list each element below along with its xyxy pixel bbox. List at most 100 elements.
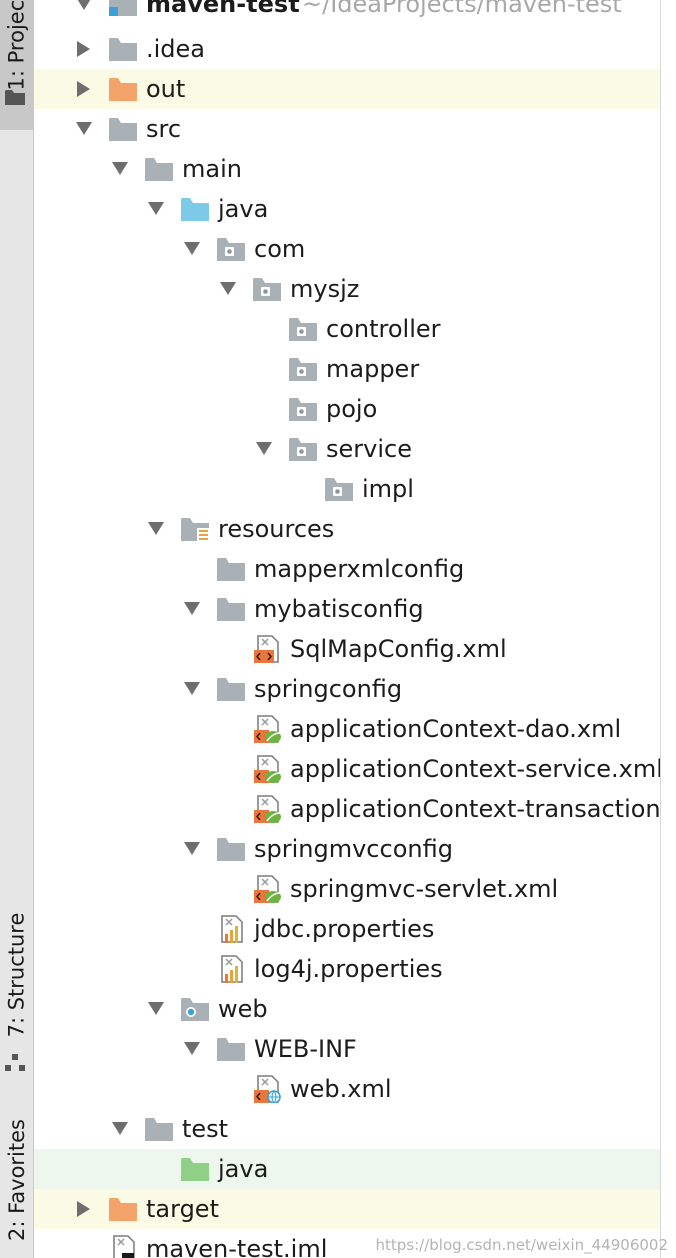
spring-xml-file-icon — [252, 795, 282, 823]
tree-item-label: mysjz — [290, 275, 360, 303]
package-icon — [288, 435, 318, 463]
tree-row[interactable]: web.xml — [34, 1069, 660, 1109]
chevron-down-icon[interactable] — [218, 269, 238, 309]
chevron-down-icon[interactable] — [182, 669, 202, 709]
tree-item-label: web.xml — [290, 1075, 392, 1103]
tree-row[interactable]: src — [34, 109, 660, 149]
chevron-down-icon[interactable] — [146, 189, 166, 229]
folder-gray-icon — [144, 1115, 174, 1143]
project-tab-active-bg — [0, 0, 33, 130]
tree-row[interactable]: test — [34, 1109, 660, 1149]
tree-item-label: jdbc.properties — [254, 915, 435, 943]
folder-gray-icon — [216, 1035, 246, 1063]
chevron-down-icon[interactable] — [254, 429, 274, 469]
tree-item-label: applicationContext-transaction.xml — [290, 795, 660, 823]
tree-item-label: impl — [362, 475, 414, 503]
tree-row[interactable]: springmvc-servlet.xml — [34, 869, 660, 909]
tree-item-label: java — [218, 1155, 269, 1183]
web-folder-icon — [180, 995, 210, 1023]
structure-tool-tab[interactable]: 7: Structure — [0, 905, 33, 1045]
tree-row[interactable]: applicationContext-dao.xml — [34, 709, 660, 749]
folder-gray-icon — [216, 595, 246, 623]
folder-orange-icon — [108, 75, 138, 103]
tree-row[interactable]: WEB-INF — [34, 1029, 660, 1069]
chevron-down-icon[interactable] — [110, 1109, 130, 1149]
tree-row[interactable]: impl — [34, 469, 660, 509]
tree-row[interactable]: mybatisconfig — [34, 589, 660, 629]
tree-row[interactable]: applicationContext-transaction.xml — [34, 789, 660, 829]
favorites-tool-tab-label: 2: Favorites — [4, 1119, 29, 1241]
project-folder-icon — [5, 88, 25, 106]
tree-item-label: com — [254, 235, 306, 263]
tree-root-row[interactable]: maven-test ~/IdeaProjects/maven-test — [34, 0, 660, 24]
chevron-down-icon[interactable] — [74, 109, 94, 149]
chevron-down-icon[interactable] — [182, 829, 202, 869]
tree-row[interactable]: maven-test.iml — [34, 1229, 660, 1258]
tree-item-label: SqlMapConfig.xml — [290, 635, 507, 663]
tree-row[interactable]: com — [34, 229, 660, 269]
package-icon — [288, 315, 318, 343]
project-tool-tab[interactable]: 1: Project — [0, 0, 33, 90]
spring-xml-file-icon — [252, 755, 282, 783]
folder-gray-icon — [108, 115, 138, 143]
tree-row[interactable]: web — [34, 989, 660, 1029]
tree-item-label: service — [326, 435, 412, 463]
web-xml-file-icon — [252, 1075, 282, 1104]
chevron-right-icon[interactable] — [74, 69, 94, 109]
folder-gray-icon — [108, 35, 138, 63]
chevron-down-icon[interactable] — [110, 149, 130, 189]
tree-item-label: springmvc-servlet.xml — [290, 875, 559, 903]
tree-item-label: controller — [326, 315, 441, 343]
chevron-right-icon[interactable] — [74, 1189, 94, 1229]
package-icon — [252, 275, 282, 303]
folder-gray-icon — [216, 835, 246, 863]
chevron-down-icon[interactable] — [182, 229, 202, 269]
tree-item-label: springmvcconfig — [254, 835, 453, 863]
properties-file-icon — [216, 955, 246, 983]
tree-row[interactable]: mapper — [34, 349, 660, 389]
tree-row[interactable]: log4j.properties — [34, 949, 660, 989]
chevron-down-icon[interactable] — [146, 989, 166, 1029]
tree-row[interactable]: main — [34, 149, 660, 189]
tree-row[interactable]: applicationContext-service.xml — [34, 749, 660, 789]
tree-row[interactable]: pojo — [34, 389, 660, 429]
tree-item-label: pojo — [326, 395, 378, 423]
tree-row[interactable]: java — [34, 1149, 660, 1189]
tree-item-label: src — [146, 115, 182, 143]
tree-item-label: out — [146, 75, 186, 103]
chevron-right-icon[interactable] — [74, 29, 94, 69]
package-icon — [216, 235, 246, 263]
folder-gray-icon — [144, 155, 174, 183]
test-root-folder-icon — [180, 1155, 210, 1183]
tree-row[interactable]: service — [34, 429, 660, 469]
structure-icon — [5, 1054, 25, 1072]
tree-row[interactable]: target — [34, 1189, 660, 1229]
tree-row[interactable]: SqlMapConfig.xml — [34, 629, 660, 669]
chevron-down-icon[interactable] — [182, 1029, 202, 1069]
tree-item-label: springconfig — [254, 675, 403, 703]
tree-row[interactable]: mapperxmlconfig — [34, 549, 660, 589]
chevron-down-icon[interactable] — [74, 0, 94, 24]
folder-orange-icon — [108, 1195, 138, 1223]
tree-item-label: test — [182, 1115, 229, 1143]
tree-item-label: mapper — [326, 355, 420, 383]
tree-row[interactable]: jdbc.properties — [34, 909, 660, 949]
project-tree[interactable]: maven-test ~/IdeaProjects/maven-test .id… — [34, 0, 660, 1258]
tree-row[interactable]: resources — [34, 509, 660, 549]
tree-row[interactable]: springmvcconfig — [34, 829, 660, 869]
tree-row[interactable]: mysjz — [34, 269, 660, 309]
chevron-down-icon[interactable] — [182, 589, 202, 629]
resources-folder-icon — [180, 515, 210, 543]
iml-file-icon — [108, 1235, 138, 1258]
tree-row[interactable]: controller — [34, 309, 660, 349]
tree-item-label: main — [182, 155, 242, 183]
tree-item-label: mybatisconfig — [254, 595, 424, 623]
tree-row[interactable]: out — [34, 69, 660, 109]
tree-item-label: .idea — [146, 35, 206, 63]
favorites-tool-tab[interactable]: 2: Favorites — [0, 1110, 33, 1250]
chevron-down-icon[interactable] — [146, 509, 166, 549]
tree-row[interactable]: java — [34, 189, 660, 229]
tree-row[interactable]: springconfig — [34, 669, 660, 709]
tree-row[interactable]: .idea — [34, 29, 660, 69]
tree-item-label: mapperxmlconfig — [254, 555, 465, 583]
